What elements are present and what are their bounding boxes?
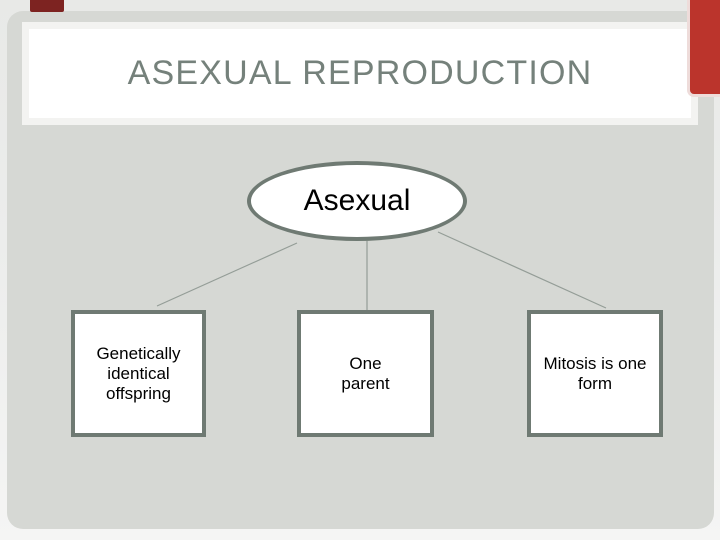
diagram-node-genetically-identical-offspring: Genetically identical offspring (71, 310, 206, 437)
diagram-node-one-parent: One parent (297, 310, 434, 437)
red-accent-top-right (687, 0, 720, 97)
node-label: One parent (341, 353, 390, 393)
title-banner: ASEXUAL REPRODUCTION (22, 22, 698, 125)
node-label: Mitosis is one form (543, 353, 647, 393)
diagram-node-mitosis-is-one-form: Mitosis is one form (527, 310, 663, 437)
red-accent-top-left (30, 0, 64, 12)
slide-title: ASEXUAL REPRODUCTION (127, 54, 593, 92)
diagram-root-node-asexual: Asexual (247, 161, 467, 241)
node-label: Genetically identical offspring (96, 343, 181, 403)
root-node-label: Asexual (303, 184, 411, 217)
